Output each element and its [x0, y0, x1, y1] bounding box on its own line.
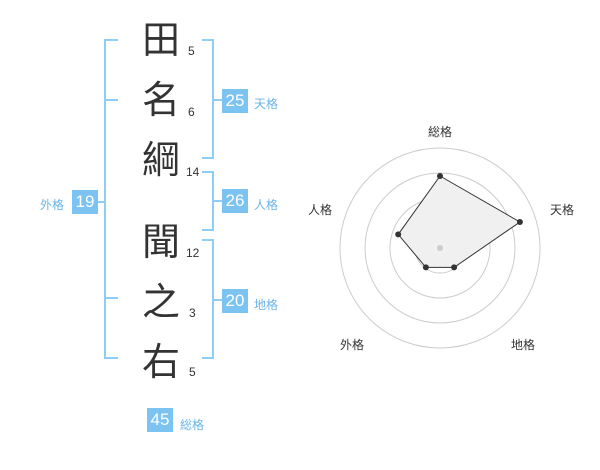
radar-label-chikaku: 地格 — [511, 338, 536, 352]
name-char-3: 綱 — [142, 138, 181, 182]
chikaku-label: 地格 — [254, 298, 279, 312]
radar-label-gaikaku: 外格 — [340, 338, 365, 352]
jinkaku-label: 人格 — [254, 198, 279, 212]
radar-chart — [339, 147, 541, 349]
tenkaku-value: 25 — [222, 89, 248, 113]
radar-label-tenkaku: 天格 — [550, 203, 575, 217]
name-char-4: 聞 — [142, 220, 181, 264]
radar-point-5 — [395, 231, 402, 238]
radar-point-1 — [437, 173, 443, 179]
stroke-count-5: 3 — [189, 306, 196, 320]
radar-point-2 — [516, 219, 523, 225]
chikaku-bracket — [202, 239, 222, 359]
tenkaku-bracket — [202, 39, 222, 159]
tenkaku-label: 天格 — [254, 97, 279, 111]
gaikaku-label: 外格 — [40, 198, 65, 212]
stroke-count-6: 5 — [189, 365, 196, 379]
jinkaku-value: 26 — [222, 189, 248, 213]
gaikaku-bracket — [92, 39, 118, 359]
radar-center-dot — [437, 245, 443, 251]
radar-point-4 — [422, 264, 429, 271]
radar-ring-1 — [339, 147, 541, 349]
stroke-count-3: 14 — [186, 165, 200, 179]
radar-label-jinkaku: 人格 — [308, 203, 333, 217]
name-char-5: 之 — [142, 280, 181, 324]
stroke-count-1: 5 — [188, 44, 195, 58]
soukaku-value: 45 — [147, 408, 173, 432]
stroke-count-2: 6 — [188, 105, 195, 119]
gaikaku-value: 19 — [72, 190, 98, 214]
name-char-2: 名 — [142, 78, 181, 122]
radar-polygon — [397, 175, 521, 268]
jinkaku-bracket — [202, 171, 222, 231]
name-char-6: 右 — [142, 340, 181, 384]
stroke-count-4: 12 — [186, 246, 200, 260]
soukaku-label: 総格 — [180, 418, 205, 432]
chikaku-value: 20 — [222, 289, 248, 313]
radar-point-3 — [451, 264, 458, 271]
brackets — [92, 39, 222, 359]
name-char-1: 田 — [142, 18, 181, 62]
radar-label-soukaku: 総格 — [428, 125, 453, 139]
